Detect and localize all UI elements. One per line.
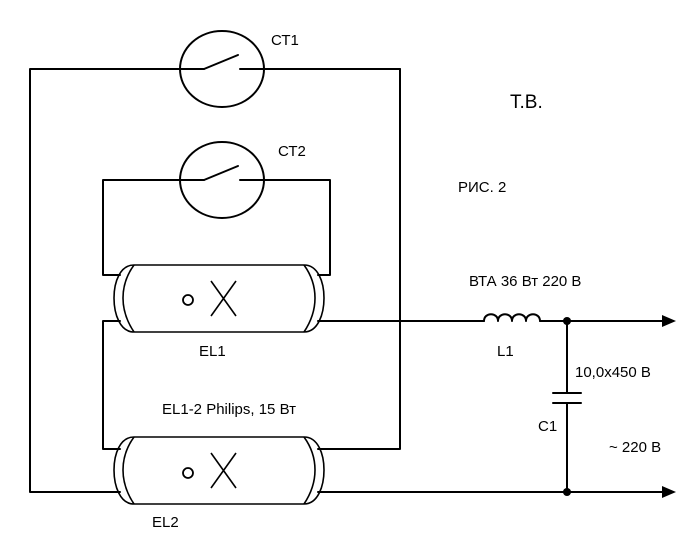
label-ct1: СТ1	[271, 32, 299, 49]
ballast-spec: ВТА 36 Вт 220 В	[469, 273, 581, 290]
diagram-title: Т.В.	[510, 92, 543, 113]
lamp-el1	[113, 264, 325, 333]
lamp-spec: EL1-2 Philips, 15 Вт	[162, 401, 296, 418]
figure-label: РИС. 2	[458, 179, 506, 196]
lamp-el2	[113, 436, 325, 505]
junction-bottom	[563, 488, 571, 496]
output-arrow-top-icon	[662, 315, 676, 327]
capacitor-value: 10,0x450 В	[575, 364, 651, 381]
starter-ct2	[179, 141, 265, 219]
wiring	[29, 68, 663, 493]
label-l1: L1	[497, 343, 514, 360]
wire-ct2-left	[102, 179, 181, 276]
supply-voltage: ~ 220 В	[609, 439, 661, 456]
inductor-l1	[483, 313, 541, 322]
label-c1: C1	[538, 418, 557, 435]
label-el1: EL1	[199, 343, 226, 360]
label-el2: EL2	[152, 514, 179, 531]
wire-ct2-right	[263, 179, 331, 276]
output-arrow-bottom-icon	[662, 486, 676, 498]
wire-lamp-link	[102, 320, 121, 450]
junction-top	[563, 317, 571, 325]
wire-right-vertical	[317, 68, 401, 450]
capacitor-c1	[552, 392, 582, 404]
starter-ct1	[179, 30, 265, 108]
wire-outer-loop	[29, 68, 181, 493]
label-ct2: СТ2	[278, 143, 306, 160]
